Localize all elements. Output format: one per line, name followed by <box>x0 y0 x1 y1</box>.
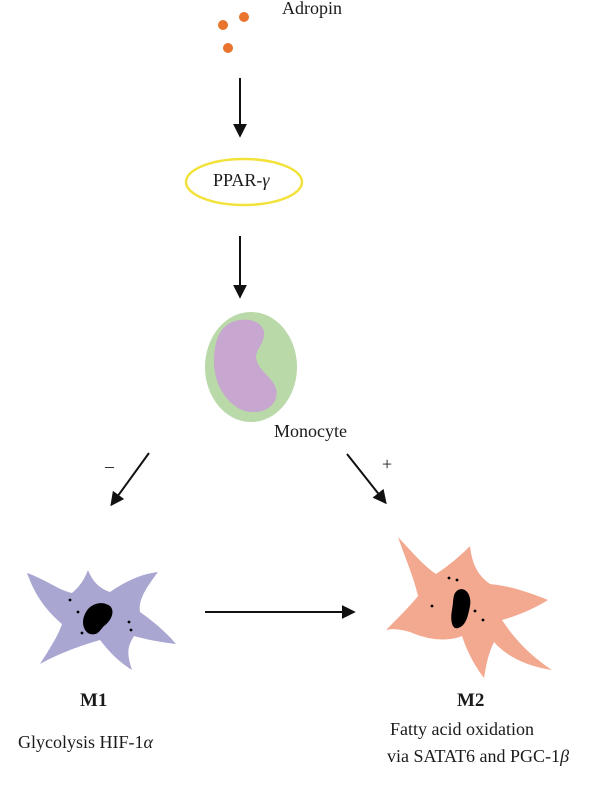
ppar-gamma-text: PPAR- <box>213 170 263 190</box>
adropin-dot-1 <box>218 20 228 30</box>
m1-granule <box>68 598 72 602</box>
m2-nucleus <box>451 589 471 629</box>
ppar-gamma-oval <box>184 157 304 207</box>
ppar-gamma-symbol: γ <box>262 170 270 190</box>
m2-description-line2-text: via SATAT6 and PGC-1 <box>387 746 561 766</box>
arrow-monocyte-to-m2 <box>346 453 387 505</box>
m2-title: M2 <box>457 690 485 711</box>
ppar-gamma-label: PPAR-γ <box>213 170 269 191</box>
m2-description-line1: Fatty acid oxidation <box>390 719 534 739</box>
m1-description-text: Glycolysis HIF-1 <box>18 732 144 752</box>
m1-granule <box>129 628 133 632</box>
arrow-monocyte-to-m1 <box>110 452 150 507</box>
activation-sign: + <box>382 454 393 474</box>
m1-description-symbol: α <box>143 732 153 752</box>
m1-title: M1 <box>80 690 108 711</box>
m1-description: Glycolysis HIF-1α <box>18 732 153 753</box>
m2-granule <box>430 604 434 608</box>
m1-granule <box>76 610 80 614</box>
m1-granule <box>80 631 84 635</box>
m2-macrophage <box>386 537 552 678</box>
m1-granule <box>127 620 131 624</box>
adropin-dot-2 <box>239 12 249 22</box>
m1-nucleus <box>83 603 113 635</box>
monocyte-label: Monocyte <box>274 421 347 441</box>
m2-description-line2: via SATAT6 and PGC-1β <box>387 746 569 767</box>
adropin-dot-3 <box>223 43 233 53</box>
adropin-molecules <box>218 12 249 53</box>
m2-description-line2-symbol: β <box>560 746 570 766</box>
m2-granule <box>455 578 459 582</box>
m2-granule <box>481 618 485 622</box>
inhibition-sign: – <box>105 456 114 476</box>
adropin-label: Adropin <box>282 0 342 18</box>
monocyte-nucleus <box>214 319 277 413</box>
monocyte-cell <box>205 312 297 422</box>
m1-macrophage <box>27 570 176 670</box>
m2-granule <box>473 609 477 613</box>
m2-granule <box>447 576 451 580</box>
